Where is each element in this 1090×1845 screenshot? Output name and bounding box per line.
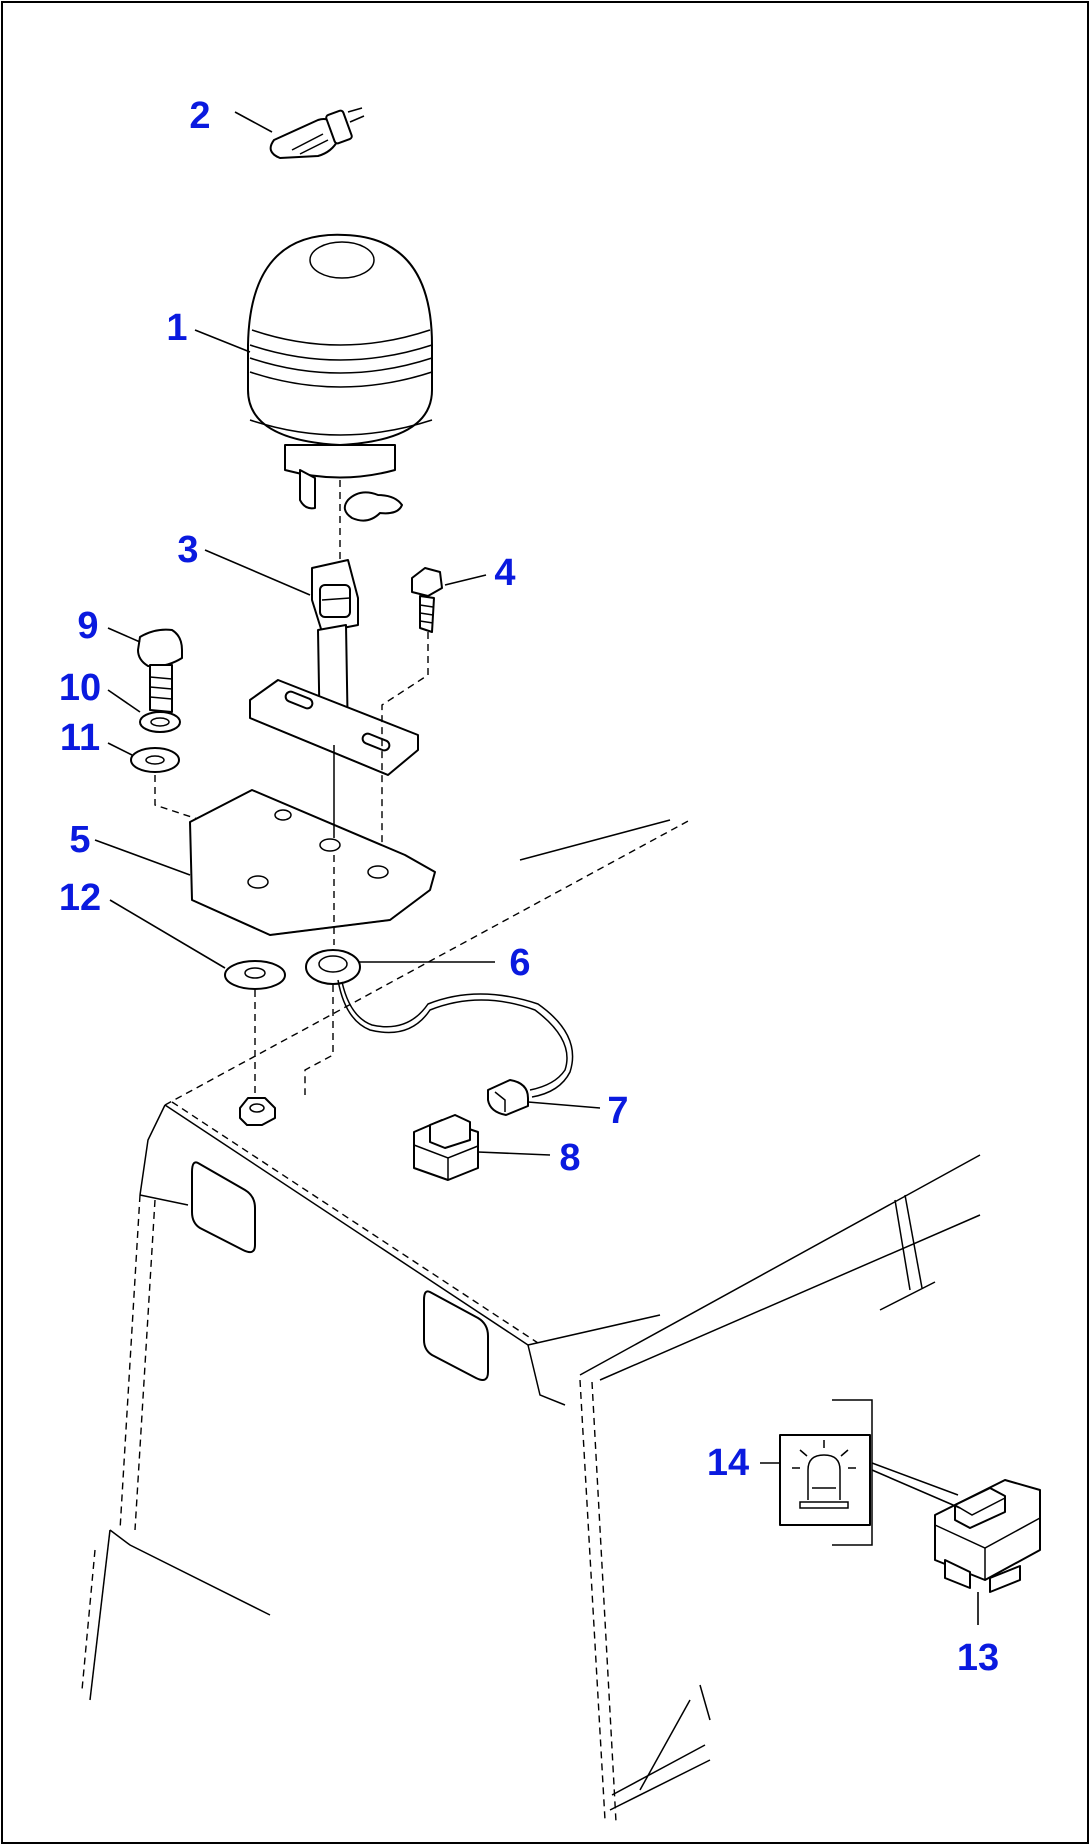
bolt-large bbox=[137, 628, 183, 713]
callout-8: 8 bbox=[559, 1137, 580, 1179]
base-plate bbox=[189, 745, 436, 945]
flat-washer-upper bbox=[130, 747, 180, 773]
callout-7: 7 bbox=[607, 1090, 628, 1132]
callout-13: 13 bbox=[957, 1637, 999, 1679]
rocker-switch bbox=[934, 1479, 1041, 1625]
callout-11: 11 bbox=[60, 717, 100, 759]
connector bbox=[413, 1114, 479, 1181]
bulb bbox=[269, 107, 365, 159]
cable-with-terminal bbox=[337, 979, 574, 1116]
rotating-beacon-icon bbox=[792, 1440, 856, 1509]
callout-5: 5 bbox=[69, 819, 90, 861]
upper-bracket bbox=[249, 679, 419, 776]
bolt-small bbox=[381, 567, 443, 850]
roof-lamp-left bbox=[191, 1161, 256, 1254]
callout-10: 10 bbox=[59, 667, 101, 709]
grommet bbox=[304, 949, 361, 1095]
beacon-lamp bbox=[247, 233, 433, 560]
callout-3: 3 bbox=[177, 529, 198, 571]
callout-1: 1 bbox=[166, 307, 187, 349]
callout-6: 6 bbox=[509, 942, 530, 984]
callout-12: 12 bbox=[59, 877, 101, 919]
weld-nut bbox=[239, 1097, 276, 1126]
callout-9: 9 bbox=[77, 605, 98, 647]
callout-labels: 2 1 3 4 9 10 11 5 12 6 7 8 14 13 bbox=[59, 95, 999, 1679]
callout-2: 2 bbox=[189, 95, 210, 137]
spring-washer bbox=[139, 711, 181, 733]
callout-14: 14 bbox=[707, 1442, 749, 1484]
callout-4: 4 bbox=[494, 552, 515, 594]
roof-lamp-right bbox=[423, 1290, 489, 1381]
flat-washer-lower bbox=[224, 960, 286, 1095]
leader-lines bbox=[94, 111, 780, 1464]
cab-outline bbox=[81, 819, 981, 1823]
switch-symbol-plate bbox=[779, 1399, 961, 1546]
